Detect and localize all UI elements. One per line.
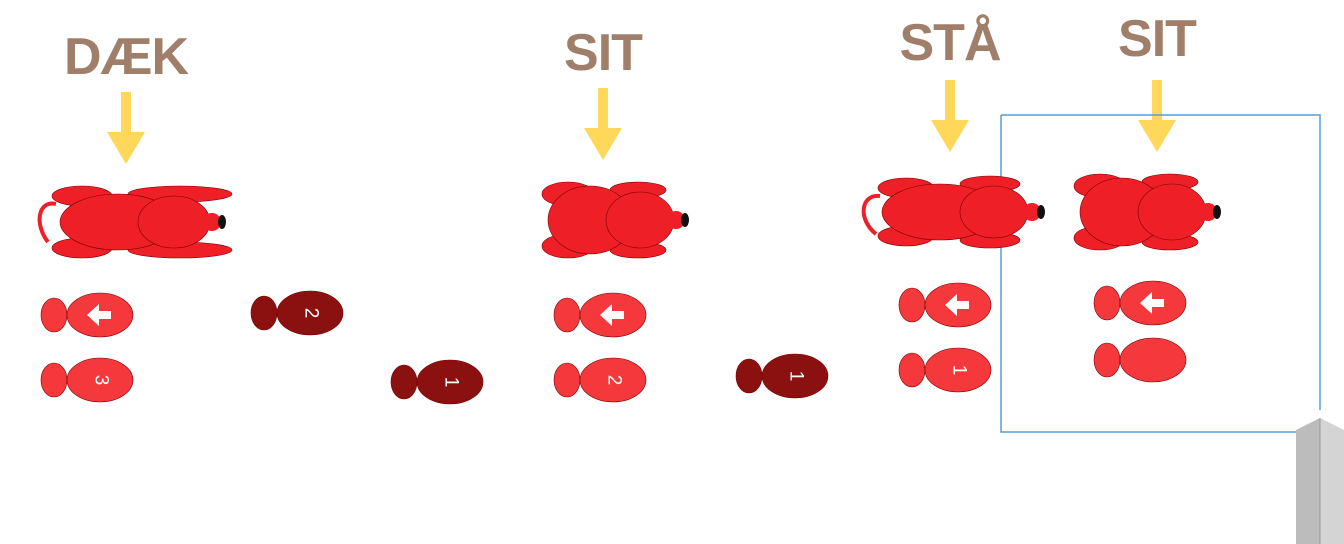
step-number: 1 [949,365,970,376]
dog-sitting-1 [542,182,689,258]
dog-sitting-2 [1074,174,1221,250]
sign-post-icon [1296,418,1344,544]
command-sit-2: SIT [1118,10,1197,68]
command-staa: STÅ [900,14,1001,72]
step-number: 2 [301,308,322,319]
arrow-down-sit-1 [584,88,622,160]
step-number: 3 [91,375,112,386]
footstep-1 [41,293,133,337]
footstep-heel [251,296,277,330]
footstep-6: 2 [554,358,646,402]
step-number: 1 [441,377,462,388]
dog-lying-down [40,186,232,258]
step-number: 1 [786,371,807,382]
footstep-4: 1 [391,360,483,404]
footstep-heel [899,288,925,322]
footstep-heel [1094,286,1120,320]
footstep-heel [41,298,67,332]
footstep-heel [41,363,67,397]
command-sit-1: SIT [564,24,643,82]
footsteps: 3 2 1 2 1 1 [41,281,1186,404]
dog-standing [864,176,1045,248]
command-daek: DÆK [64,28,190,86]
footstep-heel [736,359,762,393]
arrow-down-daek [107,92,145,164]
area-box [1001,115,1320,432]
footstep-2: 3 [41,358,133,402]
footstep-heel [899,353,925,387]
footstep-heel [1094,343,1120,377]
arrow-down-sit-2 [1138,80,1176,152]
footstep-11 [1094,338,1186,382]
footstep-3: 2 [251,291,343,335]
footstep-sole [1120,338,1186,382]
footstep-9: 1 [899,348,991,392]
footstep-heel [391,365,417,399]
footstep-7: 1 [736,354,828,398]
arrow-down-staa [931,80,969,152]
footstep-heel [554,363,580,397]
step-number: 2 [604,375,625,386]
footstep-10 [1094,281,1186,325]
footstep-5 [554,293,646,337]
footstep-8 [899,283,991,327]
footstep-heel [554,298,580,332]
